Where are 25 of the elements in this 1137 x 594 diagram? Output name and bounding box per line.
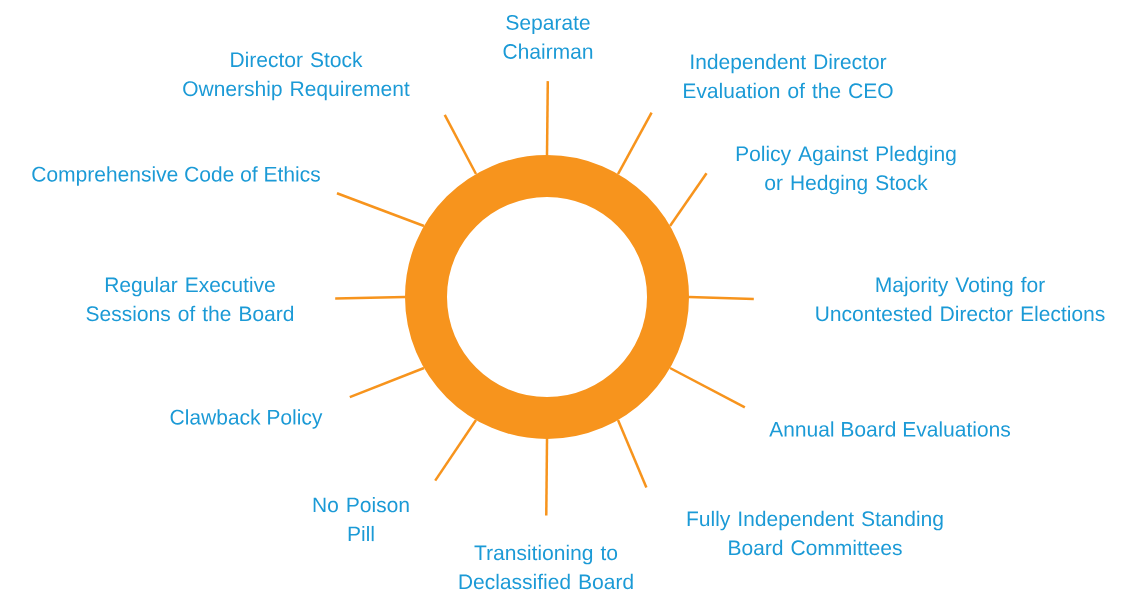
- label-text: Annual Board Evaluations: [769, 421, 1010, 437]
- spoke-line: [545, 81, 550, 155]
- spoke-line: [688, 295, 754, 301]
- spoke-line: [443, 114, 478, 175]
- spoke-line: [335, 295, 406, 300]
- label-text: Policy Against Pledging or Hedging Stock: [736, 145, 956, 195]
- spoke-line: [434, 419, 478, 482]
- label-text: Fully Independent Standing Board Committees: [687, 510, 943, 556]
- label-text: Regular Executive Sessions of the Board: [86, 276, 294, 322]
- ring: [405, 155, 689, 439]
- spoke-line: [668, 172, 708, 227]
- label-text: Transitioning to Declassified Board: [459, 544, 633, 590]
- spoke-line: [616, 419, 648, 488]
- label-text: Independent Director Evaluation of the CEO: [684, 53, 893, 99]
- spoke-line: [545, 439, 549, 516]
- label-text: Majority Voting for Uncontested Director Elections: [816, 276, 1105, 322]
- spoke-line: [336, 192, 425, 228]
- label-text: No Poison Pill: [313, 496, 409, 542]
- label-text: Clawback Policy: [170, 409, 323, 429]
- spoke-line: [616, 112, 653, 175]
- spoke-line: [349, 366, 425, 399]
- spoke-line: [669, 366, 746, 409]
- label-text: Comprehensive Code of Ethics: [32, 166, 320, 186]
- label-text: Director Stock Ownership Requirement: [183, 51, 410, 101]
- label-text: Separate Chairman: [503, 15, 593, 59]
